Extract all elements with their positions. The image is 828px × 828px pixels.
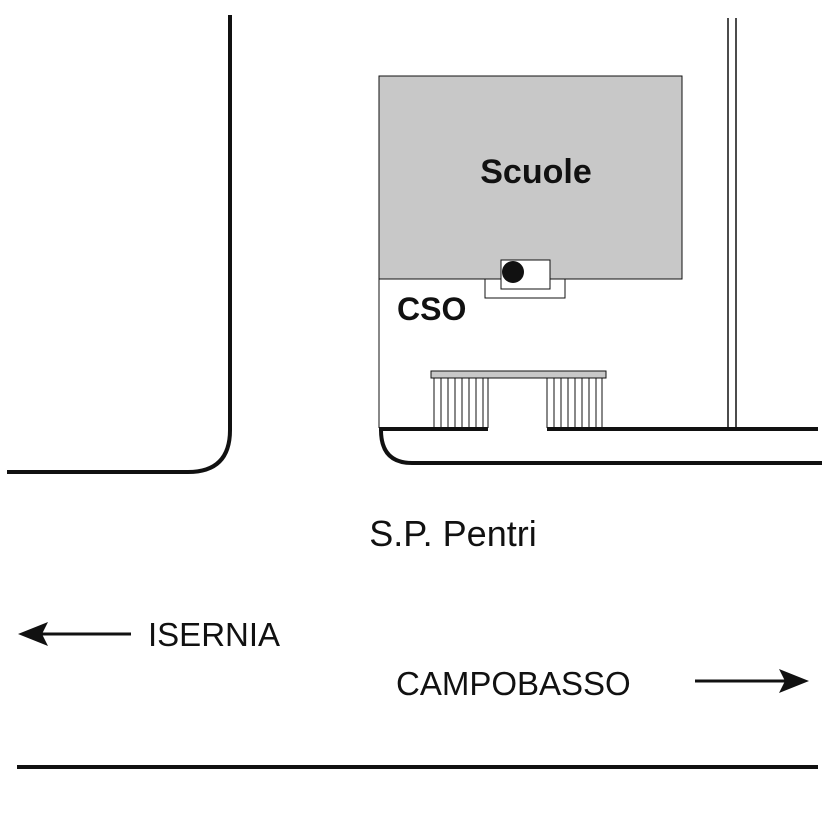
left-block-boundary: [7, 15, 232, 474]
station-label: CSO: [397, 291, 466, 327]
school-building: [378, 75, 683, 280]
right-fence-section: [546, 378, 603, 428]
west-direction-label: ISERNIA: [148, 616, 280, 653]
east-direction-label: CAMPOBASSO: [396, 665, 631, 702]
arrow-left-icon: [18, 622, 131, 646]
gate-canopy: [430, 370, 607, 379]
left-fence-section: [433, 378, 489, 428]
arrow-right-icon: [695, 669, 809, 693]
road-label: S.P. Pentri: [369, 513, 536, 554]
building-label: Scuole: [480, 153, 591, 191]
right-block-curb: [379, 429, 822, 465]
station-marker-icon: [502, 261, 524, 283]
